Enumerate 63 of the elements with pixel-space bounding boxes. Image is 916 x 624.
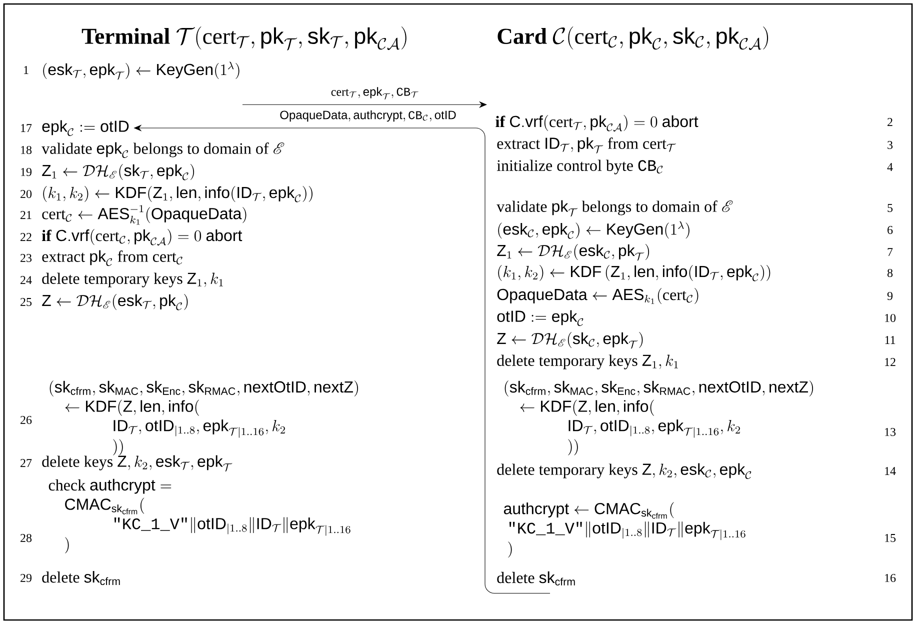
step-text: $\mathsf{Z}_1 \leftarrow \mathcal{DH}_{\mathscr{E}}(\mathsf{esk}_{\mathcal{C}}, \mathsf{pk}_{\mathcal{T}})$ <box>497 244 650 261</box>
step-text: $\mathsf{OpaqueData} \leftarrow \mathsf{AES}_{k_1}(\mathrm{cert}_{\mathcal{C}})$ <box>497 288 698 304</box>
column-heading: $\text{\textbf{Card} } \mathcal{C}(\mathrm{cert}_{\mathcal{C}}, \mathsf{pk}_{\mathcal{C}}, \mathsf{sk}_{\mathcal{C}}, \mathsf{pk}_{\mathcal{CA}})$ <box>498 26 768 50</box>
step-number: 16 <box>885 574 896 582</box>
edge-label: $\mathrm{cert}_{\mathcal{T}}, \mathsf{epk}_{\mathcal{T}}, \mathtt{CB}_{\mathcal{T}}$ <box>331 87 419 100</box>
step-number: 14 <box>885 467 896 475</box>
arrow <box>242 101 487 108</box>
step-text: $\begin{array}{l} \text{check } \mathsf{authcrypt} = \\ \quad \mathsf{CMAC}_{\mathsf{sk}_{\mathsf{cfrm}}}( \\ \qquad\qquad \texttt{"KC\_1\_V"} \| \mathsf{otID}_{|1..8} \| \mathsf{ID}_{\mathcal{T}} \| \mathsf{epk}_{\mathcal{T}|1..16} \\ \quad ) \end{array}$ <box>48 478 350 554</box>
step-number: 20 <box>20 190 32 198</box>
step-number: 19 <box>21 168 32 176</box>
step-text: $(\mathsf{esk}_{\mathcal{C}}, \mathsf{epk}_{\mathcal{C}}) \leftarrow \mathsf{KeyGen}(1^{\lambda})$ <box>498 221 690 239</box>
step-number: 1 <box>24 66 28 74</box>
step-number: 9 <box>887 292 893 300</box>
step-text: $\begin{array}{l} \mathsf{authcrypt} \leftarrow \mathsf{CMAC}_{\mathsf{sk}_{\mathsf{cfrm}}}( \\ \ \texttt{"KC\_1\_V"} \| \mathsf{otID}_{|1..8} \| \mathsf{ID}_{\mathcal{T}} \| \mathsf{epk}_{\mathcal{T}|1..16} \\ \ ) \end{array}$ <box>504 502 746 558</box>
step-number: 2 <box>888 118 892 126</box>
step-text: $(\mathsf{esk}_{\mathcal{T}}, \mathsf{epk}_{\mathcal{T}}) \leftarrow \mathsf{KeyGen}(1^{\lambda})$ <box>43 62 240 80</box>
step-text: $\mathsf{Z} \leftarrow \mathcal{DH}_{\mathscr{E}}(\mathsf{sk}_{\mathcal{C}}, \mathsf{epk}_{\mathcal{T}})$ <box>497 332 643 349</box>
step-text: $\mathsf{otID} := \mathsf{epk}_{\mathcal{C}}$ <box>497 310 584 326</box>
step-text: $\text{\textbf{if} } \mathsf{C.vrf}(\mathrm{cert}_{\mathcal{C}}, \mathsf{pk}_{\mathcal{CA}}) = 0 \text{ \textsf{abort}}$ <box>42 229 242 246</box>
step-text: $(k_1, k_2) \leftarrow \mathsf{KDF}\,(\mathsf{Z}_1, \mathsf{len}, \mathsf{info}(\mathsf{ID}_{\mathcal{T}}, \mathsf{epk}_{\mathcal{C}}))$ <box>498 265 770 282</box>
step-text: $\text{\textbf{if} } \mathsf{C.vrf}(\mathrm{cert}_{\mathcal{T}}, \mathsf{pk}_{\mathcal{CA}}) = 0 \text{ \textsf{abort}}$ <box>496 115 698 132</box>
step-text: $\begin{array}{l} (\mathsf{sk}_{\mathsf{cfrm}}, \mathsf{sk}_{\mathsf{MAC}}, \mathsf{sk}_{\mathsf{Enc}}, \mathsf{sk}_{\mathsf{RMAC}}, \mathsf{nextOtID}, \mathsf{nextZ}) \\ \quad \leftarrow \mathsf{KDF}(\mathsf{Z}, \mathsf{len}, \mathsf{info}( \\ \qquad\qquad \mathsf{ID}_{\mathcal{T}}, \mathsf{otID}_{|1..8}, \mathsf{epk}_{\mathcal{T}|1..16}, k_2 \\ \qquad\qquad )) \end{array}$ <box>50 380 358 456</box>
step-number: 6 <box>888 226 893 234</box>
step-text: $\text{extract } \mathsf{pk}_{\mathcal{C}} \text{ from } \mathrm{cert}_{\mathcal{C}}$ <box>42 250 182 266</box>
step-text: $\text{validate } \mathsf{epk}_{\mathcal{C}} \text{ belongs to domain of } \mathscr{E}$ <box>42 142 284 158</box>
step-number: 27 <box>20 459 32 467</box>
step-number: 24 <box>20 276 32 284</box>
step-number: 25 <box>20 298 32 306</box>
step-text: $(k_1, k_2) \leftarrow \mathsf{KDF}(\mathsf{Z}_1, \mathsf{len}, \mathsf{info}(\mathsf{ID}_{\mathcal{T}}, \mathsf{epk}_{\mathcal{C}}))$ <box>43 186 312 202</box>
step-number: 23 <box>20 254 32 262</box>
step-number: 28 <box>20 534 32 542</box>
step-number: 22 <box>20 233 32 241</box>
step-text: $\begin{array}{l} (\mathsf{sk}_{\mathsf{cfrm}}, \mathsf{sk}_{\mathsf{MAC}}, \mathsf{sk}_{\mathsf{Enc}}, \mathsf{sk}_{\mathsf{RMAC}}, \mathsf{nextOtID}, \mathsf{nextZ}) \\ \quad \leftarrow \mathsf{KDF}(\mathsf{Z}, \mathsf{len}, \mathsf{info}( \\ \qquad\qquad \mathsf{ID}_{\mathcal{T}}, \mathsf{otID}_{|1..8}, \mathsf{epk}_{\mathcal{T}|1..16}, k_2 \\ \qquad\qquad )) \end{array}$ <box>504 380 814 456</box>
step-text: $\text{delete temporary keys } \mathsf{Z}_1, k_1$ <box>497 354 678 370</box>
step-number: 11 <box>885 336 896 344</box>
step-number: 18 <box>21 146 32 154</box>
step-text: $\mathsf{Z}_1 \leftarrow \mathcal{DH}_{\mathscr{E}}(\mathsf{sk}_{\mathcal{T}}, \mathsf{epk}_{\mathcal{C}})$ <box>42 164 194 180</box>
step-text: $\text{extract } \mathsf{ID}_{\mathcal{T}}, \mathsf{pk}_{\mathcal{T}} \text{ from } \mathrm{cert}_{\mathcal{T}}$ <box>497 137 676 154</box>
step-number: 13 <box>885 428 896 436</box>
step-number: 12 <box>885 358 896 366</box>
step-number: 21 <box>20 211 32 219</box>
step-number: 10 <box>885 314 896 322</box>
step-number: 26 <box>20 416 32 424</box>
step-number: 29 <box>20 574 32 582</box>
step-text: $\text{validate } \mathsf{pk}_{\mathcal{T}} \text{ belongs to domain of } \mathscr{E}$ <box>496 200 733 217</box>
step-number: 4 <box>887 163 893 171</box>
step-number: 5 <box>888 204 893 212</box>
step-text: $\mathrm{cert}_{\mathcal{C}} \leftarrow \mathsf{AES}^{-1}_{k_1}(\mathsf{OpaqueData})$ <box>42 205 246 225</box>
step-text: $\mathsf{Z} \leftarrow \mathcal{DH}_{\mathscr{E}}(\mathsf{esk}_{\mathcal{T}}, \mathsf{pk}_{\mathcal{C}})$ <box>42 294 188 310</box>
step-number: 17 <box>21 124 32 132</box>
step-number: 3 <box>888 140 893 150</box>
step-text: $\text{delete } \mathsf{sk}_{\mathsf{cfrm}}$ <box>497 571 575 586</box>
step-number: 7 <box>888 248 893 256</box>
step-text: $\text{initialize control byte } \mathtt{CB}_{\mathcal{C}}$ <box>496 160 663 174</box>
step-number: 15 <box>885 534 896 542</box>
step-text: $\text{delete keys } \mathsf{Z}, k_2, \mathsf{esk}_{\mathcal{T}}, \mathsf{epk}_{\mathcal{T}}$ <box>42 455 232 472</box>
edge-label: $\mathsf{OpaqueData}, \mathsf{authcrypt}, \mathtt{CB}_{\mathcal{C}}, \mathsf{otID}$ <box>280 110 456 122</box>
step-text: $\text{delete temporary keys } \mathsf{Z}, k_2, \mathsf{esk}_{\mathcal{C}}, \mathsf{epk}_{\mathcal{C}}$ <box>497 463 752 480</box>
step-text: $\text{delete } \mathsf{sk}_{\mathsf{cfrm}}$ <box>42 570 120 586</box>
column-heading: $\text{\textbf{Terminal} } \mathcal{T}(\mathrm{cert}_{\mathcal{T}}, \mathsf{pk}_{\mathcal{T}}, \mathsf{sk}_{\mathcal{T}}, \mathsf{pk}_{\mathcal{CA}})$ <box>82 26 406 50</box>
step-number: 8 <box>887 268 893 278</box>
step-text: $\mathsf{epk}_{\mathcal{C}} := \mathsf{otID}$ <box>42 120 129 136</box>
step-text: $\text{delete temporary keys } \mathsf{Z}_1, k_1$ <box>42 272 223 288</box>
